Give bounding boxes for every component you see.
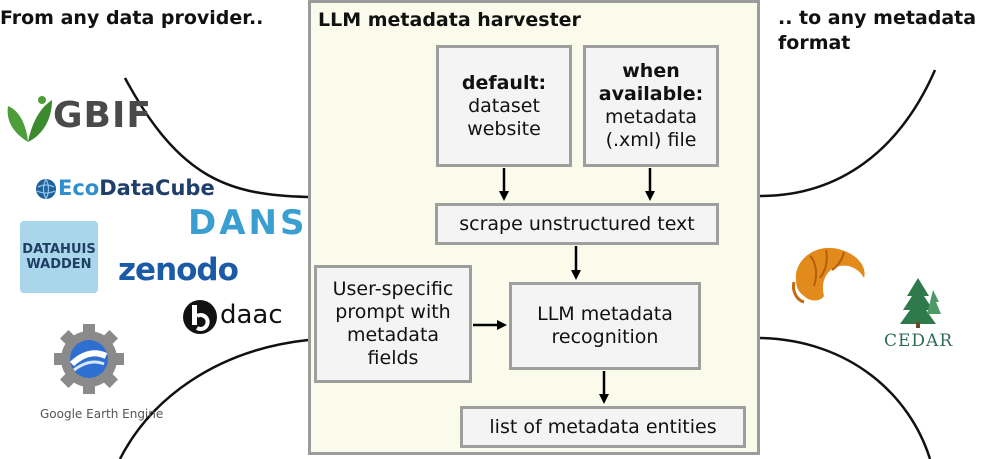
scrape-box: scrape unstructured text bbox=[435, 203, 719, 245]
ecodatacube-logo-text: EcoDataCube bbox=[58, 176, 215, 200]
left-heading: From any data provider.. bbox=[0, 7, 264, 29]
zenodo-logo: zenodo bbox=[118, 252, 239, 288]
when-label: when bbox=[622, 60, 680, 82]
cedar-tree-icon bbox=[900, 278, 941, 328]
llm-line1: LLM metadata bbox=[537, 303, 673, 325]
prompt-line1: User-specific bbox=[332, 278, 454, 300]
default-label: default: bbox=[461, 71, 547, 94]
gbif-leaf-icon bbox=[7, 96, 52, 142]
llm-line2: recognition bbox=[551, 326, 659, 348]
prompt-line2: prompt with bbox=[335, 301, 451, 323]
default-line2: website bbox=[467, 117, 541, 140]
ecodatacube-globe-icon bbox=[36, 178, 56, 200]
ecodatacube-eco: Eco bbox=[58, 176, 100, 200]
croissant-icon bbox=[792, 247, 865, 304]
prompt-line3: metadata bbox=[346, 324, 440, 346]
entities-label: list of metadata entities bbox=[489, 415, 717, 438]
datahuis-line2: WADDEN bbox=[26, 257, 92, 272]
daac-logo-text: daac bbox=[220, 300, 283, 330]
available-label: available: bbox=[598, 83, 704, 105]
cedar-logo-text: CEDAR bbox=[884, 331, 954, 351]
daac-mark-icon bbox=[183, 300, 217, 334]
when-available-line2: (.xml) file bbox=[605, 129, 697, 151]
default-source-box: default: dataset website bbox=[436, 45, 572, 167]
gbif-logo-text: GBIF bbox=[53, 95, 152, 136]
right-heading-line1: .. to any metadata bbox=[778, 7, 977, 29]
google-earth-engine-text: Google Earth Engine bbox=[40, 407, 164, 421]
when-available-box: when available: metadata (.xml) file bbox=[583, 45, 719, 167]
datahuis-line1: DATAHUIS bbox=[22, 242, 96, 257]
default-line1: dataset bbox=[468, 94, 540, 117]
google-earth-engine-gear-icon bbox=[54, 324, 124, 394]
prompt-box: User-specific prompt with metadata field… bbox=[314, 265, 472, 383]
when-available-line1: metadata bbox=[604, 106, 698, 128]
right-heading-line2: format bbox=[778, 32, 851, 54]
entities-box: list of metadata entities bbox=[460, 406, 746, 448]
prompt-line4: fields bbox=[367, 347, 419, 369]
datahuis-wadden-logo: DATAHUIS WADDEN bbox=[20, 221, 98, 293]
scrape-label: scrape unstructured text bbox=[459, 212, 695, 235]
dans-logo: DANS bbox=[188, 203, 308, 243]
ecodatacube-rest: DataCube bbox=[99, 176, 215, 200]
llm-box: LLM metadata recognition bbox=[509, 282, 701, 370]
panel-title: LLM metadata harvester bbox=[318, 9, 581, 31]
